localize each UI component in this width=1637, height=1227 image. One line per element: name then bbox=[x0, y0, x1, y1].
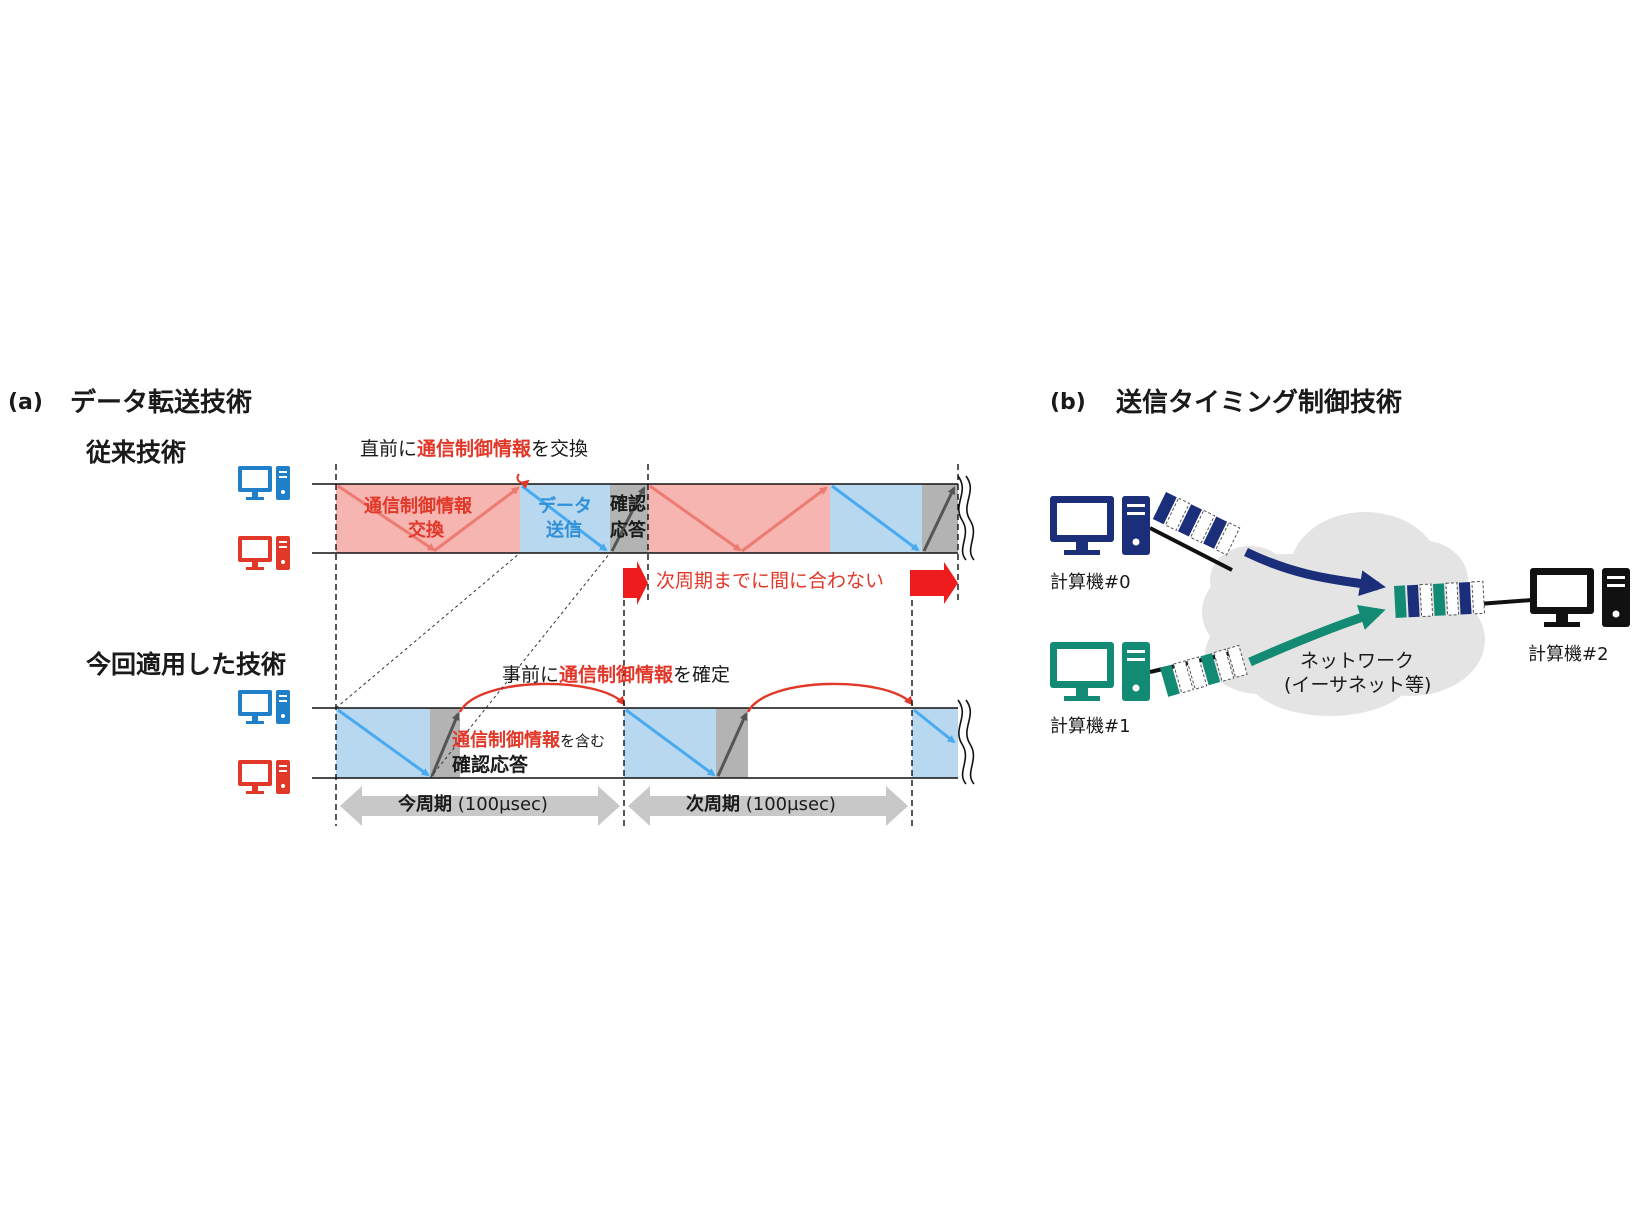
network-label-2: (イーサネット等) bbox=[1284, 674, 1432, 696]
data-arrow bbox=[521, 484, 608, 552]
computer-2-label: 計算機#2 bbox=[1528, 644, 1609, 665]
applied-title: 今回適用した技術 bbox=[86, 650, 287, 679]
ack-label-1: 確認 bbox=[610, 494, 646, 515]
break-wave bbox=[957, 699, 967, 785]
exchange-arrow bbox=[337, 484, 436, 552]
packet-train-merged bbox=[1394, 580, 1486, 618]
break-wave bbox=[957, 475, 967, 561]
control-info-curve bbox=[746, 682, 914, 713]
applied-ack-note: 通信制御情報を含む bbox=[452, 732, 605, 750]
note-prefix: 事前に bbox=[502, 664, 560, 686]
data-arrow bbox=[831, 484, 920, 552]
exchange-label-2: 交換 bbox=[408, 520, 444, 541]
computer-0-label: 計算機#0 bbox=[1050, 572, 1131, 593]
packet-train-1 bbox=[1160, 644, 1248, 697]
ack-arrow bbox=[716, 712, 748, 777]
break-wave bbox=[965, 475, 975, 561]
conventional-timeline bbox=[312, 473, 975, 605]
panel-b-prefix: (b) bbox=[1050, 390, 1086, 415]
miss-arrow-small bbox=[623, 561, 648, 605]
note-pointer bbox=[516, 473, 530, 489]
period-current-text: 今周期 (100µsec) bbox=[398, 796, 548, 814]
note-prefix: 直前に bbox=[360, 438, 418, 460]
note-emphasis: 通信制御情報 bbox=[559, 664, 674, 686]
link-0 bbox=[1149, 526, 1233, 572]
ack-arrow bbox=[430, 712, 460, 777]
computer-1-icon bbox=[1050, 642, 1150, 701]
applied-top-note: 事前に通信制御情報を確定 bbox=[502, 666, 730, 685]
exchange-block-2 bbox=[648, 484, 830, 553]
ack-arrow bbox=[610, 486, 646, 552]
panel-b-heading: 送信タイミング制御技術 bbox=[1116, 388, 1403, 418]
applied-ack-note-line2: 確認応答 bbox=[452, 754, 529, 776]
computer-2-icon bbox=[1530, 568, 1630, 627]
data-arrow bbox=[625, 708, 716, 777]
control-info-curve bbox=[458, 682, 626, 713]
ack-note-emphasis: 通信制御情報 bbox=[452, 730, 560, 751]
period-next-label: 次周期 bbox=[686, 794, 740, 815]
ack-arrow bbox=[922, 486, 956, 552]
break-wave bbox=[965, 699, 975, 785]
send-block-3 bbox=[912, 708, 958, 778]
panel-a-heading: データ転送技術 bbox=[70, 388, 253, 418]
note-suffix: を交換 bbox=[531, 438, 589, 460]
send-label-2: 送信 bbox=[546, 520, 582, 541]
connector-dotted bbox=[429, 552, 611, 779]
miss-arrow-large bbox=[910, 562, 958, 604]
packet-train-0 bbox=[1152, 492, 1241, 556]
computer-1-label: 計算機#1 bbox=[1050, 716, 1131, 737]
period-current-value: (100µsec) bbox=[457, 794, 548, 815]
conventional-title: 従来技術 bbox=[86, 438, 187, 467]
pc-icon-receiver-bottom bbox=[238, 760, 290, 794]
connector-dotted bbox=[335, 552, 521, 709]
period-next-text: 次周期 (100µsec) bbox=[686, 796, 836, 814]
exchange-arrow bbox=[741, 486, 828, 553]
data-arrow bbox=[913, 708, 956, 744]
conventional-top-note: 直前に通信制御情報を交換 bbox=[360, 440, 588, 459]
pc-icon-sender-top bbox=[238, 466, 290, 500]
applied-timline bbox=[312, 682, 975, 785]
link-2 bbox=[1477, 598, 1533, 606]
network-label-1: ネットワーク bbox=[1300, 650, 1415, 672]
pc-icon-sender-bottom bbox=[238, 690, 290, 724]
send-label-1: データ bbox=[538, 496, 592, 517]
miss-note: 次周期までに間に合わない bbox=[656, 570, 885, 592]
data-arrow bbox=[337, 708, 430, 777]
ack-note-suffix: を含む bbox=[560, 732, 606, 750]
flow-arrow-teal bbox=[1248, 605, 1386, 667]
note-suffix: を確定 bbox=[673, 664, 731, 686]
period-bar-current bbox=[340, 786, 620, 826]
pc-icon-receiver-top bbox=[238, 536, 290, 570]
computer-0-icon bbox=[1050, 496, 1150, 555]
exchange-label-1: 通信制御情報 bbox=[364, 496, 472, 517]
note-emphasis: 通信制御情報 bbox=[417, 438, 532, 460]
period-current-label: 今周期 bbox=[398, 794, 452, 815]
ack-label-2: 応答 bbox=[610, 520, 646, 541]
exchange-block bbox=[336, 484, 520, 553]
flow-arrow-navy bbox=[1244, 547, 1386, 597]
exchange-arrow bbox=[433, 486, 520, 553]
period-bar-next bbox=[628, 786, 908, 826]
period-next-value: (100µsec) bbox=[745, 794, 836, 815]
exchange-arrow bbox=[649, 484, 742, 552]
panel-a-prefix: (a) bbox=[8, 390, 43, 415]
